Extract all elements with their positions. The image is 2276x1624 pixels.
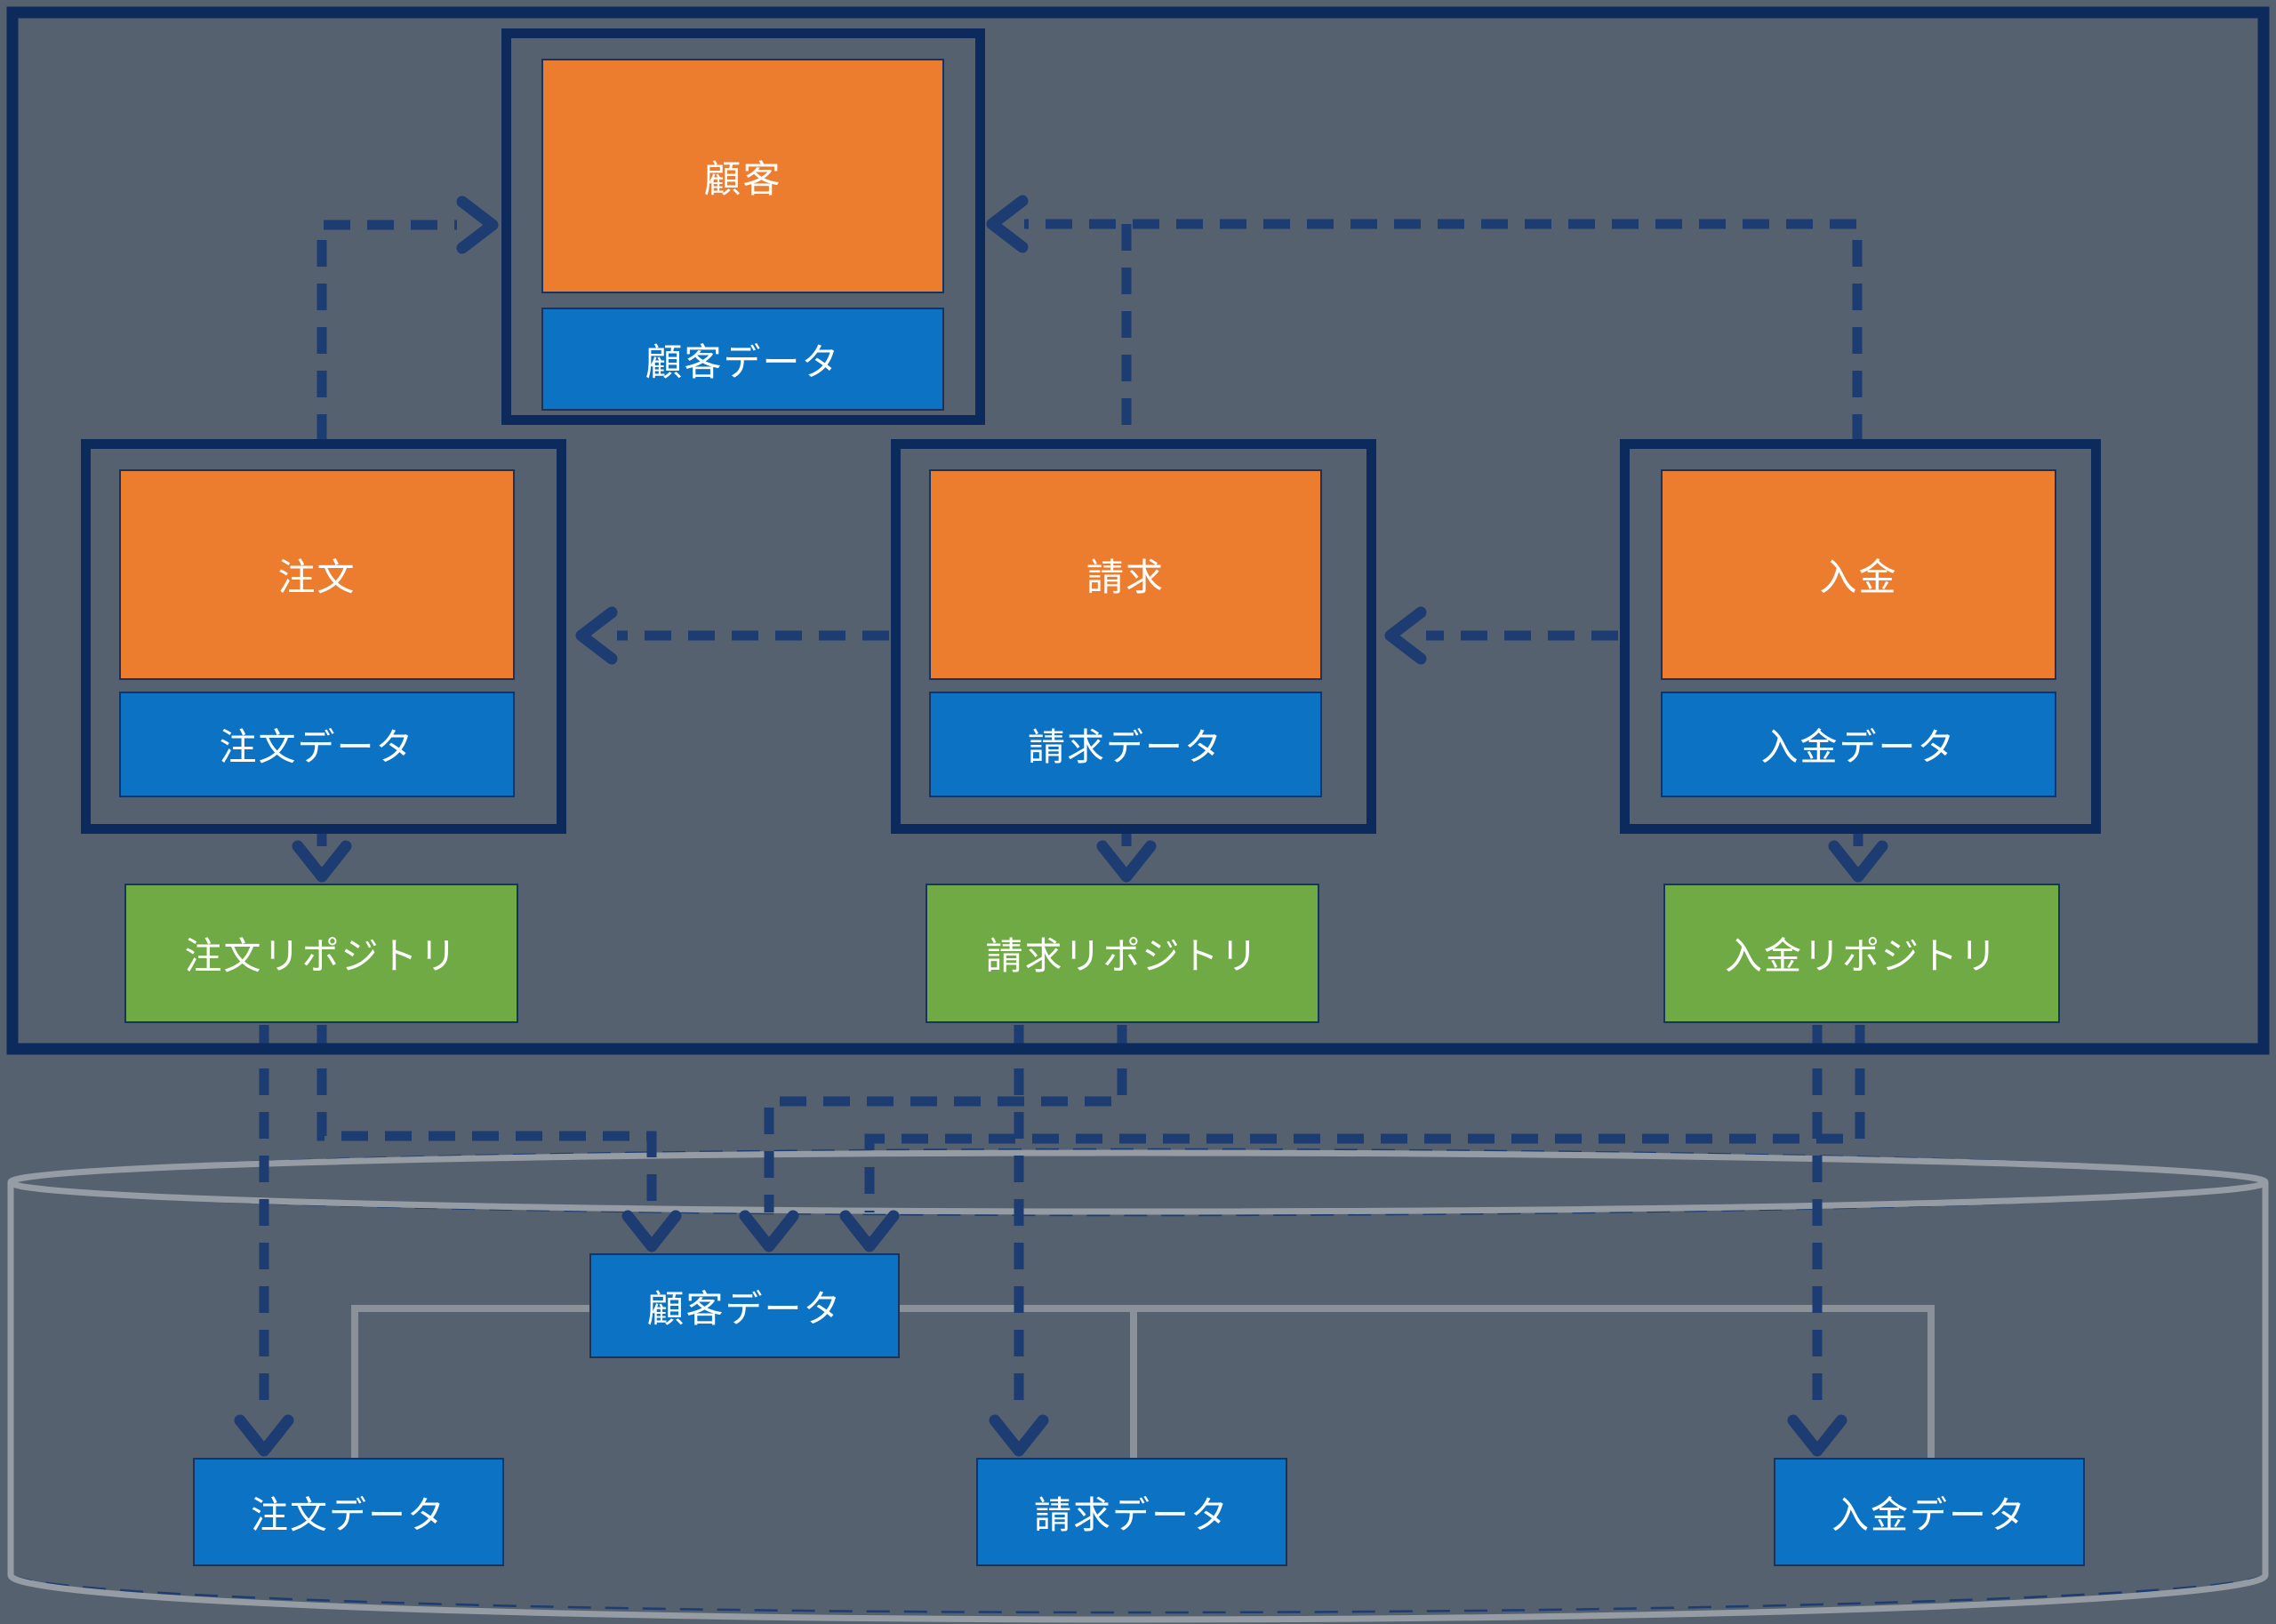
arrowhead-billing-into-customer-table bbox=[739, 1210, 799, 1252]
arrowhead-into-billing-right bbox=[1384, 606, 1427, 665]
cylinder-bottom-dashed-outline bbox=[9, 1572, 2267, 1614]
connector-customer-table-to-order-and-payment-tables bbox=[351, 1305, 1935, 1458]
billing-data-box: 請求データ bbox=[929, 692, 1322, 797]
payment-container bbox=[1620, 439, 2101, 834]
customer-data-label: 顧客データ bbox=[645, 340, 841, 383]
order-entity-box: 注文 bbox=[119, 469, 515, 680]
order-container bbox=[81, 439, 566, 834]
order-data-box: 注文データ bbox=[119, 692, 515, 797]
connector-order-repo-to-customer-table bbox=[317, 1025, 657, 1212]
arrowhead-into-order-repo bbox=[292, 840, 352, 883]
billing-container bbox=[891, 439, 1376, 834]
payment-data-label: 入金データ bbox=[1760, 726, 1957, 768]
order-entity-label: 注文 bbox=[277, 556, 357, 598]
payment-data-box: 入金データ bbox=[1661, 692, 2056, 797]
connector-billing-repo-to-customer-table bbox=[764, 1025, 1127, 1212]
db-billing-table-label: 請求データ bbox=[1033, 1493, 1230, 1536]
billing-entity-box: 請求 bbox=[929, 469, 1322, 680]
cylinder-bottom-arc bbox=[7, 1573, 2269, 1623]
payment-repository-label: 入金リポジトリ bbox=[1724, 935, 1999, 977]
billing-data-label: 請求データ bbox=[1027, 726, 1223, 768]
arrowhead-into-order-right bbox=[575, 606, 618, 665]
arrowhead-into-payment-repo bbox=[1828, 840, 1888, 883]
payment-repository-box: 入金リポジトリ bbox=[1663, 884, 2060, 1023]
system-boundary bbox=[6, 6, 2270, 1055]
customer-data-box: 顧客データ bbox=[541, 308, 944, 411]
payment-entity-box: 入金 bbox=[1661, 469, 2056, 680]
db-order-table-label: 注文データ bbox=[250, 1493, 446, 1536]
arrowhead-into-customer-right bbox=[986, 195, 1029, 253]
cylinder-top-ellipse bbox=[7, 1149, 2269, 1215]
db-customer-table-box: 顧客データ bbox=[589, 1253, 900, 1358]
arrowhead-into-customer-left bbox=[456, 196, 499, 254]
connector-order-to-customer bbox=[317, 220, 457, 441]
customer-entity-label: 顧客 bbox=[703, 157, 782, 200]
db-payment-table-box: 入金データ bbox=[1774, 1458, 2085, 1566]
arrowhead-payment-into-customer-table bbox=[839, 1210, 900, 1252]
customer-entity-box: 顧客 bbox=[541, 59, 944, 293]
arrowhead-into-billing-table bbox=[989, 1414, 1049, 1457]
db-order-table-box: 注文データ bbox=[193, 1458, 504, 1566]
db-payment-table-label: 入金データ bbox=[1831, 1493, 2027, 1536]
customer-container bbox=[501, 28, 985, 425]
order-data-label: 注文データ bbox=[219, 726, 415, 768]
arrowhead-order-into-customer-table bbox=[621, 1210, 682, 1252]
connector-payment-repo-to-customer-table bbox=[864, 1025, 1865, 1212]
order-repository-label: 注文リポジトリ bbox=[184, 935, 459, 977]
arrowhead-into-order-table bbox=[234, 1414, 294, 1457]
db-billing-table-box: 請求データ bbox=[976, 1458, 1287, 1566]
billing-repository-label: 請求リポジトリ bbox=[985, 935, 1260, 977]
billing-repository-box: 請求リポジトリ bbox=[926, 884, 1319, 1023]
connector-payment-to-customer bbox=[1024, 219, 1863, 441]
arrowhead-into-billing-repo bbox=[1096, 840, 1157, 883]
billing-entity-label: 請求 bbox=[1086, 556, 1165, 598]
db-connector-tree bbox=[351, 1305, 1935, 1458]
arrowhead-into-payment-table bbox=[1787, 1414, 1847, 1457]
database-cylinder bbox=[7, 1148, 2269, 1623]
payment-entity-label: 入金 bbox=[1819, 556, 1898, 598]
db-customer-table-label: 顧客データ bbox=[646, 1287, 843, 1330]
order-repository-box: 注文リポジトリ bbox=[124, 884, 518, 1023]
